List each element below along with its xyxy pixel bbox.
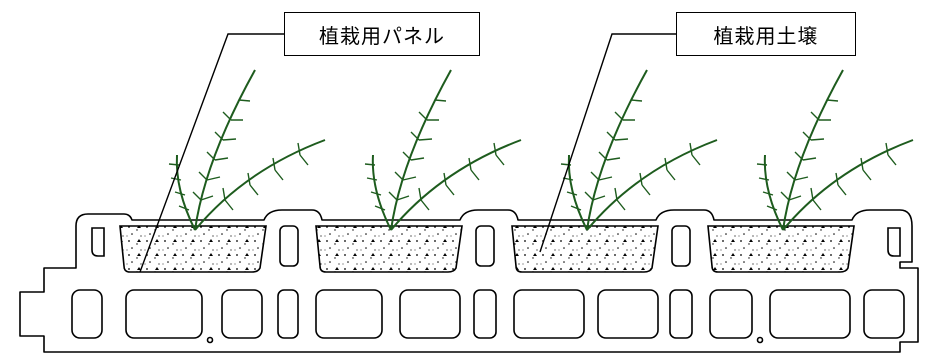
callout-planting-soil-text: 植栽用土壌 — [713, 23, 819, 48]
soil-trough-3 — [511, 225, 659, 273]
plant-2 — [364, 69, 522, 231]
plant-3 — [560, 69, 718, 231]
vertical-slots — [279, 225, 691, 267]
callout-planting-panel: 植栽用パネル — [284, 12, 480, 56]
callout-planting-soil: 植栽用土壌 — [676, 12, 856, 56]
soil-trough-1 — [119, 225, 267, 273]
soil-trough-4 — [707, 225, 855, 273]
leader-line-soil — [539, 33, 676, 253]
soil-trough-2 — [315, 225, 463, 273]
plants — [168, 69, 914, 231]
leader-line-panel — [139, 33, 284, 273]
callout-planting-panel-text: 植栽用パネル — [319, 23, 445, 48]
planting-panel-body — [19, 209, 919, 353]
leader-lines — [139, 33, 676, 273]
lower-hollow-cells — [71, 289, 905, 344]
rim-clips — [91, 227, 901, 257]
plant-1 — [168, 69, 326, 231]
plant-4 — [756, 69, 914, 231]
soil-troughs — [119, 225, 855, 273]
